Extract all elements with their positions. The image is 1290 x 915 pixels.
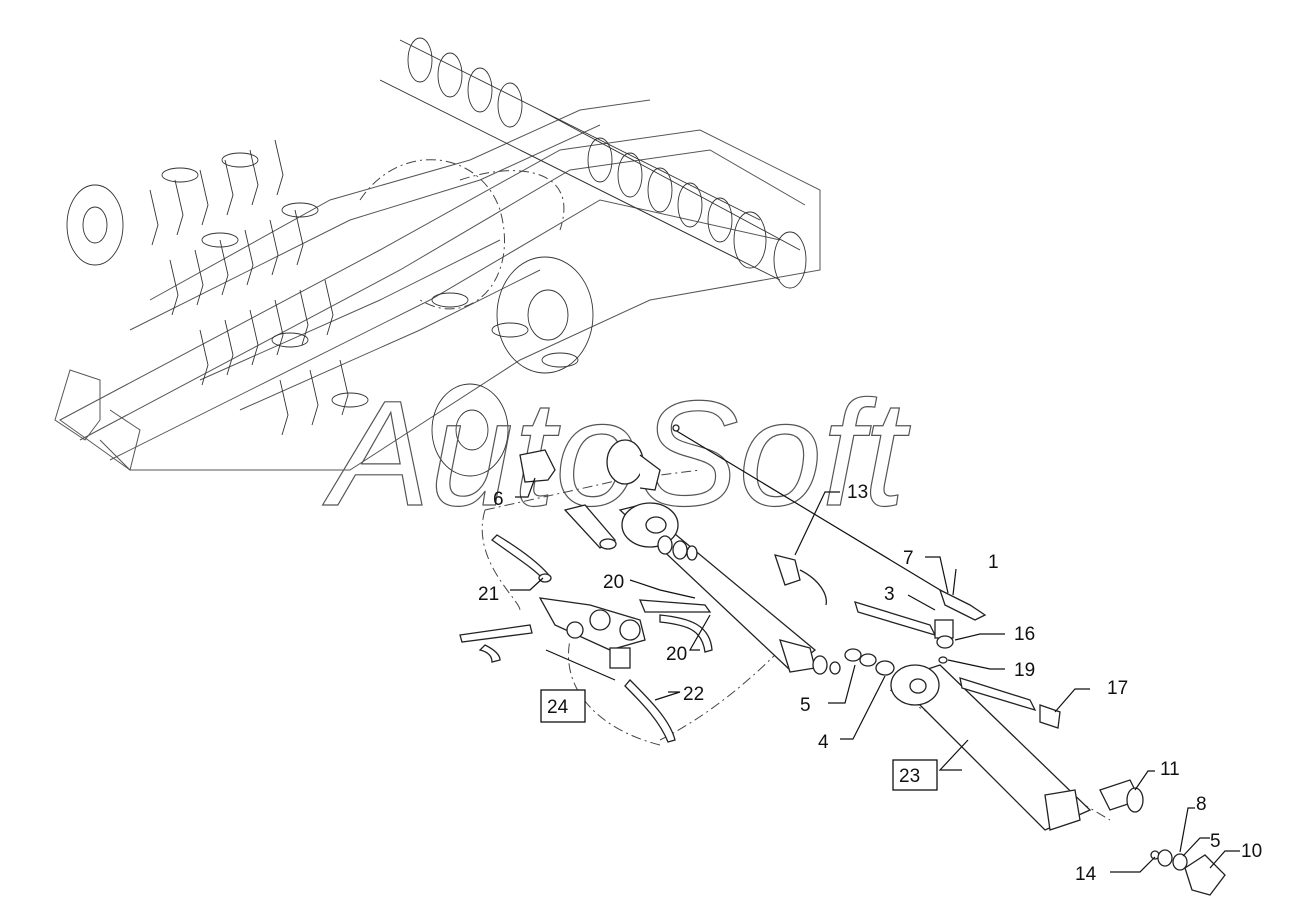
callout-23-box: 23 bbox=[892, 759, 938, 791]
callout-labels: 1 3 4 5 5 6 7 8 10 11 13 14 16 17 19 20 … bbox=[478, 482, 1262, 885]
callout-21: 21 bbox=[478, 584, 499, 605]
machine-frame-illustration bbox=[54, 37, 821, 477]
callout-24: 24 bbox=[547, 697, 569, 718]
callout-17: 17 bbox=[1107, 678, 1128, 699]
callout-4: 4 bbox=[818, 732, 829, 753]
callout-7: 7 bbox=[903, 548, 914, 569]
callout-8: 8 bbox=[1196, 794, 1207, 815]
callout-11: 11 bbox=[1160, 759, 1180, 780]
callout-16: 16 bbox=[1014, 624, 1035, 645]
callout-20-upper: 20 bbox=[603, 572, 624, 593]
callout-14: 14 bbox=[1075, 864, 1097, 885]
callout-6: 6 bbox=[493, 489, 504, 510]
callout-1: 1 bbox=[988, 552, 999, 573]
callout-10: 10 bbox=[1241, 841, 1262, 862]
callout-13: 13 bbox=[847, 482, 868, 503]
callout-5-seal: 5 bbox=[800, 695, 811, 716]
leader-lines bbox=[510, 477, 1240, 873]
callout-5-washer: 5 bbox=[1210, 831, 1221, 852]
callout-3: 3 bbox=[884, 584, 895, 605]
hydraulic-parts-illustration bbox=[459, 424, 1226, 896]
callout-19: 19 bbox=[1014, 660, 1035, 681]
callout-20-lower: 20 bbox=[666, 644, 687, 665]
callout-24-box: 24 bbox=[540, 689, 586, 723]
callout-23: 23 bbox=[899, 766, 920, 787]
callout-22: 22 bbox=[683, 684, 704, 705]
